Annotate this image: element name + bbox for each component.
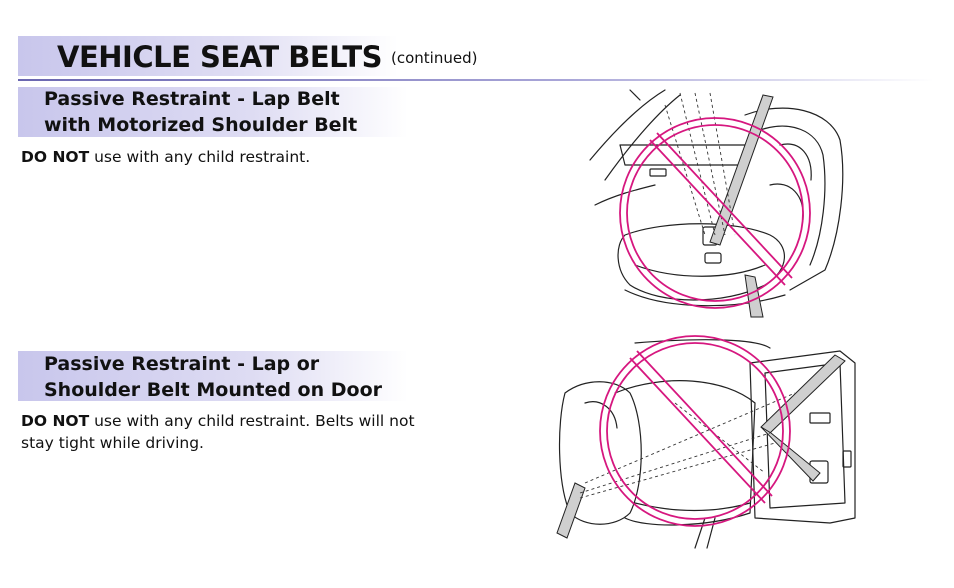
section-2-body: DO NOT use with any child restraint. Bel… [21, 410, 451, 454]
page-subtitle: (continued) [391, 49, 478, 67]
motorized-shoulder-belt-seat-prohibited-icon [589, 89, 844, 318]
section-2-heading-line-2: Shoulder Belt Mounted on Door [44, 379, 382, 401]
section-1-heading-line-1: Passive Restraint - Lap Belt [44, 88, 340, 110]
section-2-warning: DO NOT [21, 412, 90, 430]
section-1-body-text: use with any child restraint. [89, 148, 311, 166]
section-2-heading: Passive Restraint - Lap or Shoulder Belt… [44, 351, 382, 403]
door-mounted-belt-seat-prohibited-icon [556, 335, 856, 549]
section-1-heading: Passive Restraint - Lap Belt with Motori… [44, 86, 357, 138]
section-1-band [18, 87, 408, 137]
title-band [18, 36, 398, 76]
title-rule [18, 79, 934, 81]
section-2-heading-line-1: Passive Restraint - Lap or [44, 353, 320, 375]
section-1-warning: DO NOT [21, 148, 90, 166]
page-title: VEHICLE SEAT BELTS [57, 40, 383, 74]
section-1-heading-line-2: with Motorized Shoulder Belt [44, 114, 358, 136]
section-2-band [18, 351, 408, 401]
section-2-body-text: use with any child restraint. Belts will… [21, 412, 415, 452]
section-1-body: DO NOT use with any child restraint. [21, 146, 451, 168]
